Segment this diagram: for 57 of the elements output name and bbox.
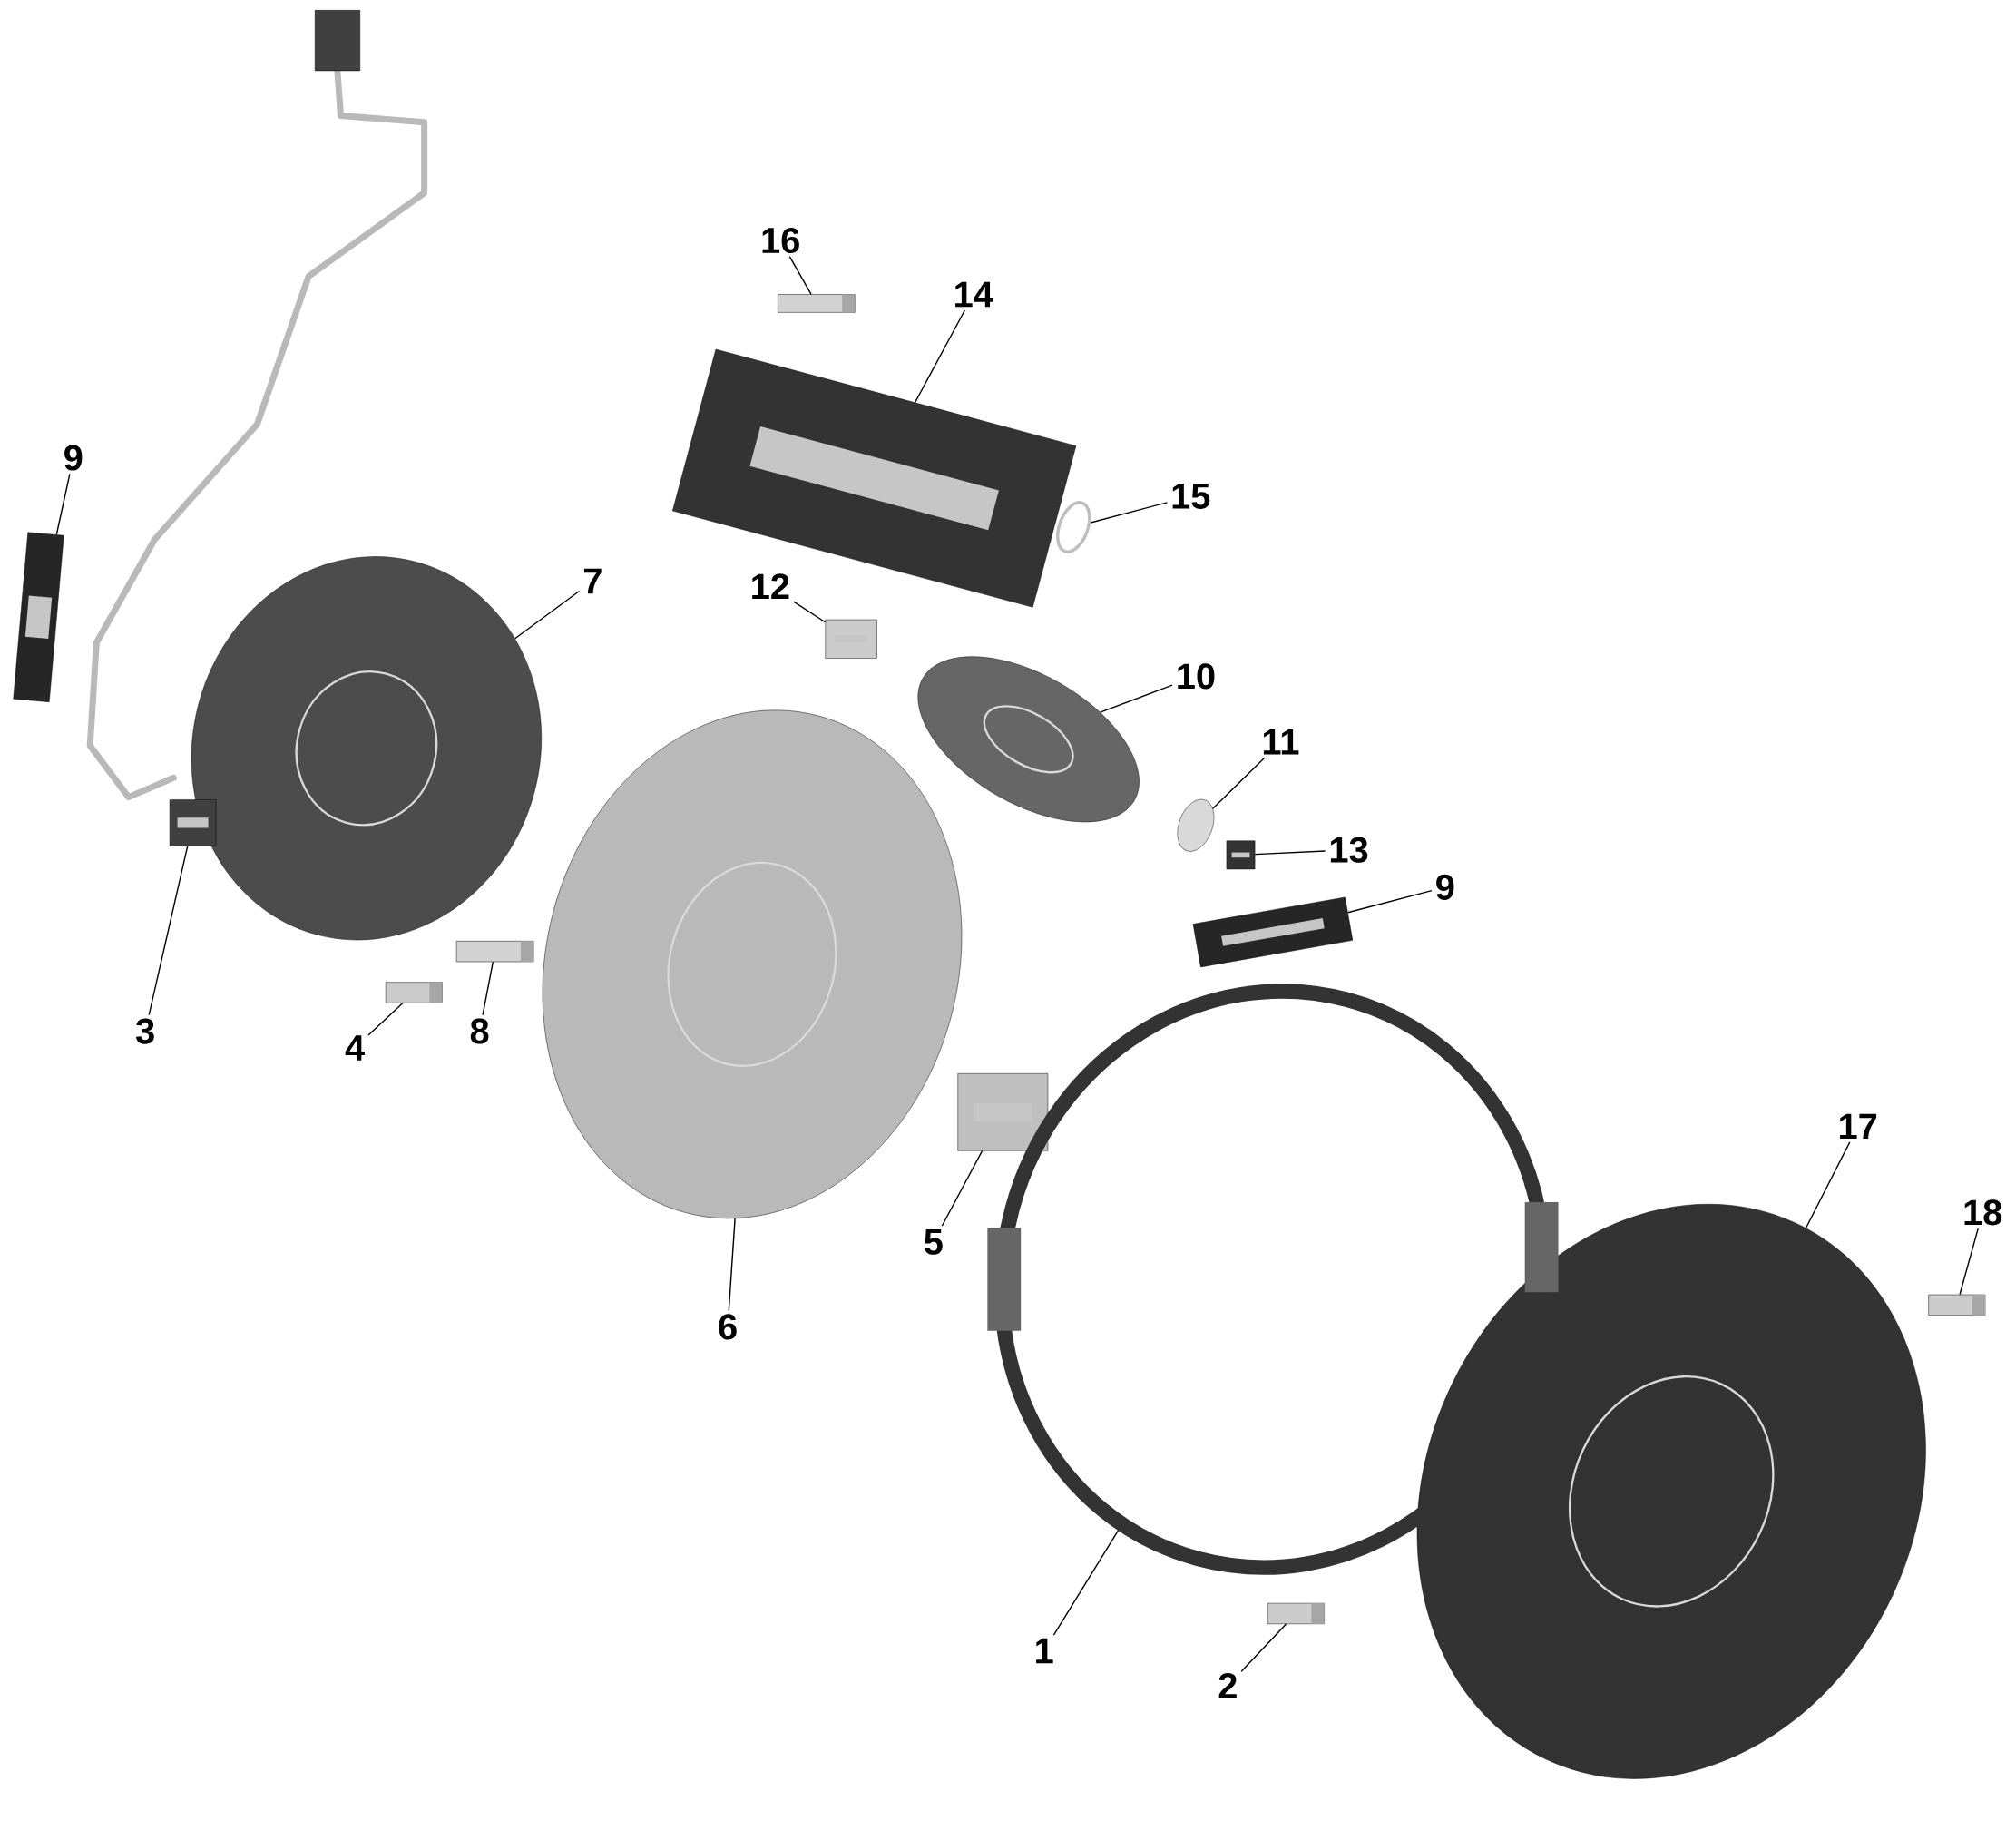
- bushing-drawing: [825, 620, 877, 660]
- leader-line: [788, 256, 812, 296]
- callout-number: 14: [955, 282, 993, 308]
- leader-line: [793, 601, 827, 623]
- leader-line: [1805, 1141, 1851, 1229]
- callout-number: 7: [583, 569, 602, 594]
- bolt-drawing: [455, 941, 534, 963]
- callout-number: 5: [924, 1229, 943, 1256]
- bolt-drawing: [1928, 1295, 1986, 1316]
- plug-drawing: [957, 1073, 1049, 1151]
- connector-drawing: [169, 799, 217, 846]
- leader-line: [55, 473, 71, 536]
- cover-drawing: [1416, 1204, 1926, 1779]
- leader-line: [941, 1150, 984, 1228]
- callout-number: 16: [762, 228, 799, 254]
- leader-line: [1052, 1530, 1120, 1637]
- leader-line: [1212, 757, 1266, 810]
- leader-line: [148, 846, 189, 1016]
- callout-number: 17: [1840, 1113, 1877, 1140]
- bolt-drawing: [385, 982, 443, 1003]
- leader-line: [1347, 890, 1433, 914]
- starter-motor-drawing: [672, 349, 1077, 608]
- stator-drawing: [191, 556, 542, 941]
- callout-number: 1: [1036, 1639, 1053, 1664]
- callout-number: 11: [1263, 729, 1299, 755]
- callout-number: 13: [1330, 837, 1368, 864]
- leader-line: [1090, 502, 1169, 524]
- bolt-drawing: [778, 294, 856, 313]
- callout-number: 18: [1964, 1199, 2002, 1226]
- callout-number: 8: [470, 1018, 489, 1044]
- callout-number: 10: [1178, 663, 1215, 690]
- leader-line: [1240, 1623, 1287, 1673]
- leader-line: [1254, 850, 1326, 856]
- cap-drawing: [1226, 840, 1256, 870]
- callout-number: 6: [719, 1314, 737, 1340]
- callout-number: 3: [136, 1018, 154, 1044]
- o-ring-drawing: [1056, 501, 1091, 554]
- washer-drawing: [1177, 799, 1215, 852]
- callout-number: 9: [1436, 874, 1454, 901]
- leader-line: [367, 1003, 404, 1037]
- callout-number: 2: [1218, 1673, 1237, 1698]
- leader-line: [482, 961, 494, 1016]
- foam-strip-drawing: [13, 532, 64, 703]
- starter-drive-drawing: [917, 656, 1140, 823]
- leader-line: [1959, 1228, 1979, 1296]
- leader-line: [514, 591, 581, 640]
- callout-number: 9: [64, 445, 83, 471]
- callout-number: 15: [1172, 484, 1210, 510]
- leader-line: [914, 309, 966, 404]
- flywheel-drawing: [543, 710, 962, 1218]
- callout-number: 12: [752, 573, 789, 600]
- callout-number: 4: [345, 1035, 365, 1061]
- housing-ring-drawing: [987, 984, 1559, 1575]
- bolt-drawing: [1267, 1603, 1325, 1625]
- leader-line: [1099, 684, 1173, 714]
- leader-line: [728, 1218, 736, 1312]
- foam-strip-drawing: [1192, 896, 1354, 968]
